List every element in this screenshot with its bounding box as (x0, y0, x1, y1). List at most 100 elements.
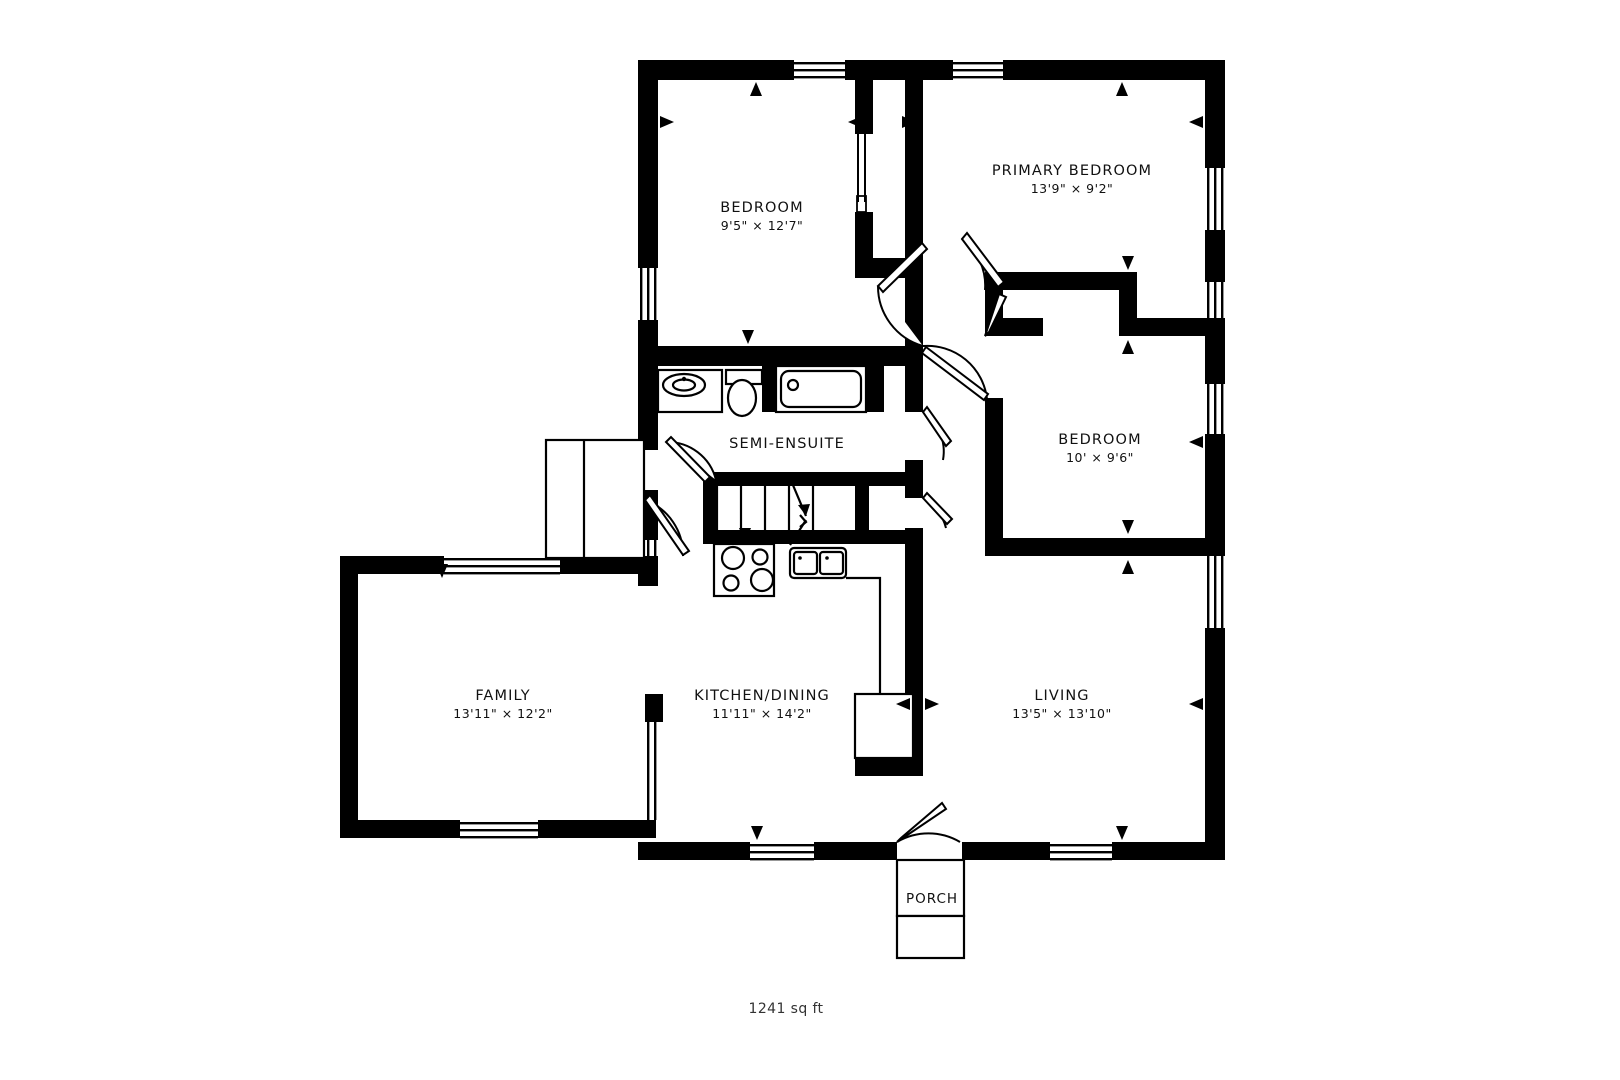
arrow-marker (925, 698, 939, 710)
wall-top-right (1003, 60, 1225, 80)
wall-bedroom3-left (985, 398, 1003, 556)
wall-bedroom3-right-b (1205, 434, 1225, 556)
wall-stairs-right (855, 472, 869, 544)
window-bedroom3-right (1207, 384, 1224, 434)
bathroom-sink-fixture (656, 368, 724, 414)
arrow-marker (646, 698, 660, 710)
window-primary-right-1 (1207, 168, 1224, 230)
wall-kitchen-bottom-stub (855, 758, 923, 776)
cooktop-fixture (712, 542, 776, 598)
wall-family-top-left (340, 556, 444, 574)
arrow-marker (1116, 82, 1128, 96)
room-dimensions-bedroom-3: 10' × 9'6" (1066, 450, 1134, 465)
arrow-marker (436, 564, 448, 578)
room-name-bedroom-3: BEDROOM (1058, 432, 1141, 448)
door-primary-bedroom (960, 231, 1006, 291)
window-family-top (444, 558, 560, 575)
wall-family-right-a (645, 694, 663, 722)
door-hall-kitchen (921, 491, 954, 529)
arrow-marker (985, 436, 999, 448)
arrow-marker (1116, 826, 1128, 840)
door-bedroom2 (876, 241, 929, 347)
wall-bath-partition (762, 366, 776, 412)
wall-bottom-d (1112, 842, 1225, 860)
wall-bath-partition-2 (866, 366, 884, 412)
arrow-marker (848, 116, 862, 128)
wall-closet-right (905, 60, 923, 278)
wall-top-left (638, 60, 794, 80)
window-bedroom2-left (640, 268, 657, 320)
room-label-kitchen-dining: KITCHEN/DINING 11'11" × 14'2" (694, 688, 830, 721)
room-name-living: LIVING (1034, 688, 1089, 704)
room-dimensions-primary-bedroom: 13'9" × 9'2" (1031, 181, 1114, 196)
room-name-family: FAMILY (475, 688, 530, 704)
window-family-bottom (460, 822, 538, 839)
window-top-primary (953, 62, 1003, 79)
wall-primary-right-a (1205, 60, 1225, 168)
wall-family-left (340, 556, 358, 838)
bathtub-fixture (774, 364, 868, 414)
wall-primary-closet-right (1119, 272, 1137, 336)
room-label-bedroom-2: BEDROOM 9'5" × 12'7" (720, 200, 804, 233)
arrow-marker (660, 116, 674, 128)
wall-hall-right-1 (905, 366, 923, 412)
arrow-marker (896, 698, 910, 710)
arrow-marker (750, 82, 762, 96)
arrow-marker (739, 528, 751, 542)
room-dimensions-family: 13'11" × 12'2" (453, 706, 552, 721)
room-name-kitchen-dining: KITCHEN/DINING (694, 688, 830, 704)
room-label-semi-ensuite: SEMI-ENSUITE (729, 436, 845, 452)
arrow-marker (751, 826, 763, 840)
arrow-marker (1122, 256, 1134, 270)
toilet-fixture (724, 368, 764, 418)
wall-bedroom3-bottom (985, 538, 1225, 556)
window-bottom-living (1050, 844, 1112, 861)
wall-primary-bottom-right (1137, 318, 1225, 336)
wall-family-bottom-b (538, 820, 656, 838)
fixtures-group (544, 364, 966, 960)
arrow-marker (434, 824, 446, 838)
closet-door-bedroom2 (856, 134, 867, 213)
arrow-marker (1189, 436, 1203, 448)
room-label-family: FAMILY 13'11" × 12'2" (453, 688, 552, 721)
wall-primary-bottom (985, 272, 1137, 290)
wall-ensuite-left-a (638, 346, 658, 450)
door-primary-closet (984, 292, 1008, 337)
room-name-semi-ensuite: SEMI-ENSUITE (729, 436, 845, 452)
door-ensuite-right (921, 405, 953, 461)
arrow-marker (1122, 560, 1134, 574)
room-label-primary-bedroom: PRIMARY BEDROOM 13'9" × 9'2" (992, 163, 1151, 196)
wall-bedroom2-bottom (638, 346, 923, 366)
room-label-living: LIVING 13'5" × 13'10" (1012, 688, 1111, 721)
arrow-marker (1189, 116, 1203, 128)
wall-bedroom3-right-a (1205, 336, 1225, 384)
wall-closet-left (855, 60, 873, 134)
porch-fixture (895, 858, 966, 960)
door-bedroom3 (920, 344, 990, 402)
wall-stairs-bottom (703, 530, 923, 544)
walls-group (340, 60, 1225, 861)
wall-laundry-bottom (560, 556, 658, 574)
kitchen-sink-fixture (788, 546, 848, 580)
wall-bottom-b (814, 842, 897, 860)
wall-living-right (1205, 628, 1225, 860)
window-family-right (647, 722, 657, 820)
kitchen-counter-fixture (846, 576, 882, 694)
doors-group (643, 231, 1008, 843)
room-dimensions-kitchen-dining: 11'11" × 14'2" (712, 706, 811, 721)
wall-primary-right-b (1205, 230, 1225, 282)
room-label-bedroom-3: BEDROOM 10' × 9'6" (1058, 432, 1141, 465)
wall-bottom-a (638, 842, 750, 860)
arrow-marker (1189, 698, 1203, 710)
room-name-porch: PORCH (906, 891, 958, 907)
wall-bottom-c (962, 842, 1050, 860)
arrow-marker (742, 330, 754, 344)
wall-bedroom2-left-upper (638, 60, 658, 268)
arrow-marker (342, 698, 356, 710)
wall-family-bottom-a (340, 820, 460, 838)
window-top-bedroom2 (794, 62, 845, 79)
room-name-bedroom-2: BEDROOM (720, 200, 803, 216)
window-living-right-top (1207, 556, 1224, 628)
room-dimensions-bedroom-2: 9'5" × 12'7" (721, 218, 804, 233)
